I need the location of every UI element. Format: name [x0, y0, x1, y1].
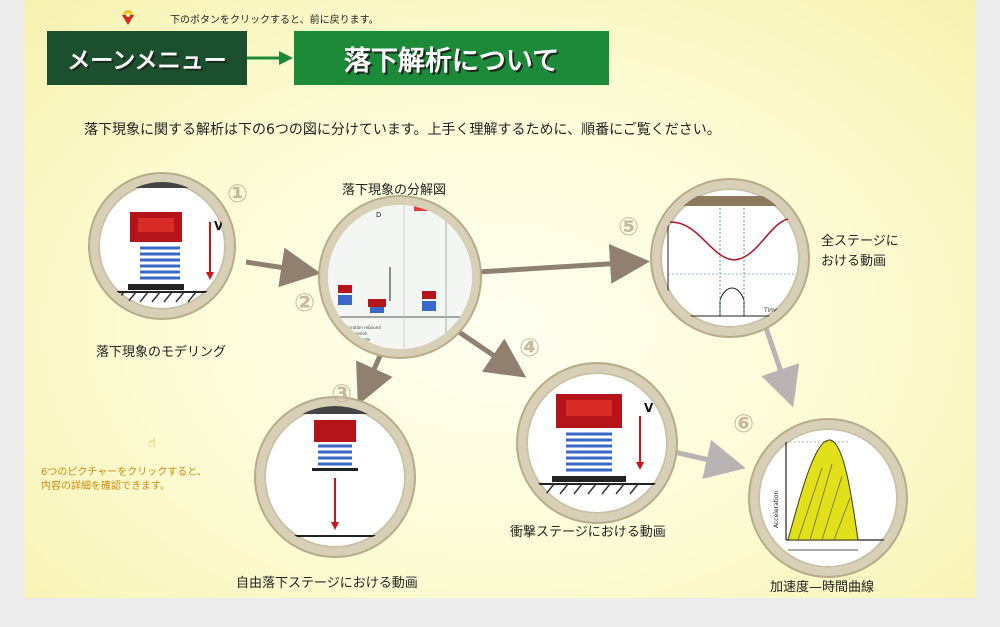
drop-model-illustration: V: [98, 182, 226, 303]
main-menu-button[interactable]: メーンメニュー: [47, 31, 247, 85]
figure-2-number: ②: [294, 288, 316, 317]
header-arrow-icon: [247, 51, 293, 65]
figure-5-all-stages[interactable]: Time: [652, 180, 808, 336]
hint-text: 6つのピクチャーをクリックすると、 内容の詳細を確認できます。: [41, 467, 207, 492]
figure-1-label: 落下現象のモデリング: [96, 345, 227, 360]
page-title: 落下解析について: [294, 31, 609, 85]
acceleration-axis-label: Acceleration: [773, 491, 780, 528]
figure-5-number: ⑤: [618, 212, 640, 241]
time-label: Time: [763, 307, 779, 314]
figure-6-acceleration-curve[interactable]: Acceleration: [750, 420, 906, 576]
content-panel: 下のボタンをクリックすると、前に戻ります。 メーンメニュー 落下解析について 落…: [24, 0, 976, 598]
figure-3-label: 自由落下ステージにおける動画: [236, 576, 418, 591]
connector-4-6: [673, 439, 746, 479]
svg-text:compression: compression: [342, 331, 368, 336]
connector-5-6: [761, 327, 800, 408]
back-arrow-icon[interactable]: [119, 9, 137, 27]
intro-text: 落下現象に関する解析は下の6つの図に分けています。上手く理解するために、順番にご…: [84, 122, 721, 138]
svg-text:Saturation rebound: Saturation rebound: [342, 325, 381, 330]
figure-5-label: 全ステージに おける動画: [821, 234, 899, 269]
pointing-hand-icon: ☝: [148, 436, 156, 451]
impact-illustration: V: [526, 394, 668, 495]
figure-2-label: 落下現象の分解図: [342, 183, 447, 198]
d-label: D: [376, 211, 381, 219]
back-note: 下のボタンをクリックすると、前に戻ります。: [170, 15, 379, 26]
connector-2-3: [356, 354, 393, 406]
acceleration-curve-illustration: Acceleration: [773, 439, 890, 551]
figure-4-impact[interactable]: V: [518, 364, 676, 522]
free-fall-illustration: [264, 406, 406, 537]
all-stages-illustration: Time: [660, 196, 800, 318]
flow-connectors: [245, 243, 800, 479]
velocity-label: V: [644, 401, 654, 415]
velocity-label: V: [214, 219, 224, 233]
connector-2-5: [477, 243, 650, 284]
figure-6-number: ⑥: [733, 409, 755, 438]
figure-4-label: 衝撃ステージにおける動画: [510, 525, 666, 540]
connector-2-4: [454, 327, 527, 378]
figure-1-drop-model[interactable]: V: [90, 174, 234, 318]
connector-1-2: [245, 247, 321, 288]
figure-6-label: 加速度—時間曲線: [770, 580, 875, 595]
figure-1-number: ①: [227, 179, 249, 208]
figure-3-free-fall[interactable]: [256, 398, 414, 556]
figure-3-number: ③: [331, 379, 353, 408]
figure-4-number: ④: [519, 333, 541, 362]
